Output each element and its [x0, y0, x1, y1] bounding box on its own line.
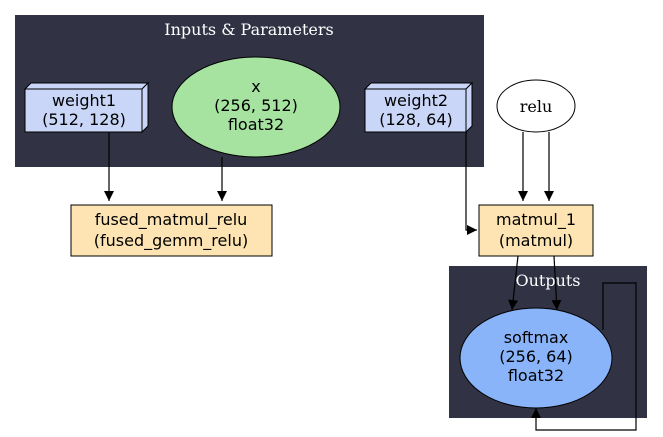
x-dtype-label: float32: [228, 115, 284, 134]
weight1-box-top: [23, 82, 150, 90]
matmul-1-box: [478, 204, 594, 257]
x-ellipse: [171, 56, 341, 158]
weight1-name-label: weight1: [52, 91, 116, 110]
fused-matmul-relu-name-label: fused_matmul_relu: [95, 210, 248, 230]
softmax-name-label: softmax: [504, 328, 569, 347]
weight2-box-side: [465, 81, 473, 134]
matmul-1-op-label: (matmul): [499, 231, 573, 250]
fused-matmul-relu-box: [70, 204, 273, 257]
node-x: x (256, 512) float32: [171, 56, 341, 158]
weight2-shape-label: (128, 64): [379, 110, 453, 129]
x-name-label: x: [251, 77, 260, 96]
relu-ellipse: [496, 79, 576, 133]
softmax-ellipse: [459, 307, 613, 409]
edges: [104, 132, 637, 431]
relu-label: relu: [520, 97, 553, 116]
matmul-1-name-label: matmul_1: [496, 210, 576, 230]
edge-matmul-to-softmax-b: [551, 255, 562, 311]
weight1-box-front: [24, 88, 143, 133]
edge-matmul-to-softmax-a: [508, 255, 519, 311]
weight1-shape-label: (512, 128): [42, 110, 126, 129]
softmax-dtype-label: float32: [508, 366, 564, 385]
softmax-shape-label: (256, 64): [499, 347, 573, 366]
edge-weight2-to-matmul: [465, 132, 477, 235]
edge-softmax-self-loop: [531, 282, 637, 431]
node-softmax: softmax (256, 64) float32: [459, 307, 613, 409]
weight2-box-top: [363, 82, 474, 90]
weight2-name-label: weight2: [384, 91, 448, 110]
cluster-outputs-title: Outputs: [515, 271, 580, 290]
node-fused-matmul-relu: fused_matmul_relu (fused_gemm_relu): [70, 204, 273, 257]
node-matmul-1: matmul_1 (matmul): [478, 204, 594, 257]
fused-matmul-relu-op-label: (fused_gemm_relu): [94, 231, 248, 251]
cluster-inputs-title: Inputs & Parameters: [164, 20, 333, 39]
node-weight2: weight2 (128, 64): [363, 81, 474, 134]
weight1-box-side: [141, 81, 149, 134]
weight2-box-front: [364, 88, 467, 133]
x-shape-label: (256, 512): [214, 96, 298, 115]
node-relu: relu: [496, 79, 576, 133]
node-weight1: weight1 (512, 128): [23, 81, 150, 134]
